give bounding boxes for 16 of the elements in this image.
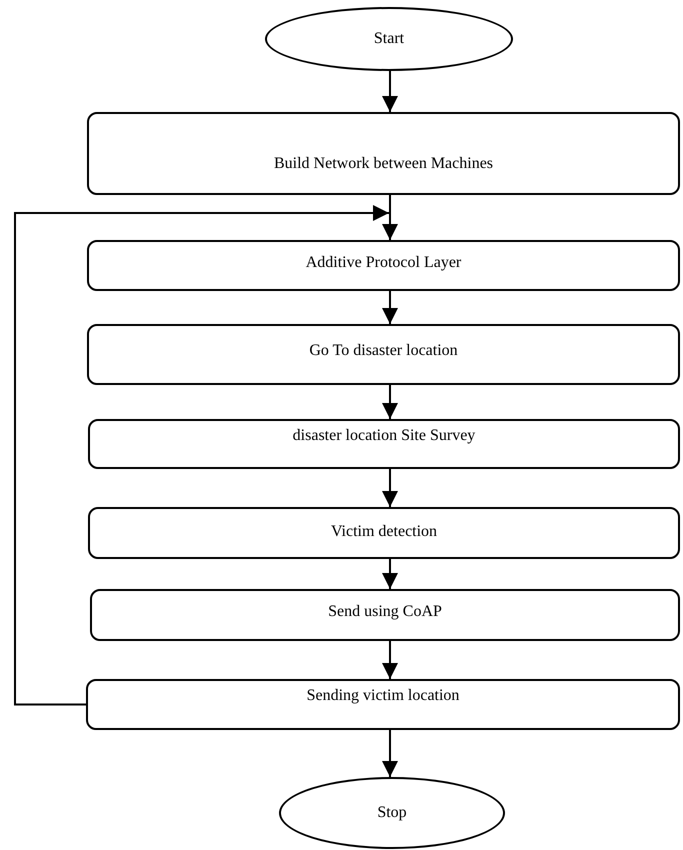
step-label: Send using CoAP (328, 603, 442, 622)
step-label: disaster location Site Survey (292, 427, 476, 446)
process-box (87, 112, 680, 195)
process-box (87, 240, 680, 291)
process-box (90, 589, 680, 641)
process-box (86, 679, 680, 730)
step-label: Victim detection (330, 523, 438, 542)
step-label: Build Network between Machines (274, 155, 494, 174)
step-label: Sending victim location (306, 687, 460, 706)
process-box (88, 507, 680, 559)
step-label: Go To disaster location (309, 342, 458, 361)
step-label: Start (374, 30, 404, 48)
process-box (88, 419, 680, 469)
step-label: Stop (377, 804, 407, 822)
process-box (87, 324, 680, 385)
step-label: Additive Protocol Layer (306, 254, 462, 273)
